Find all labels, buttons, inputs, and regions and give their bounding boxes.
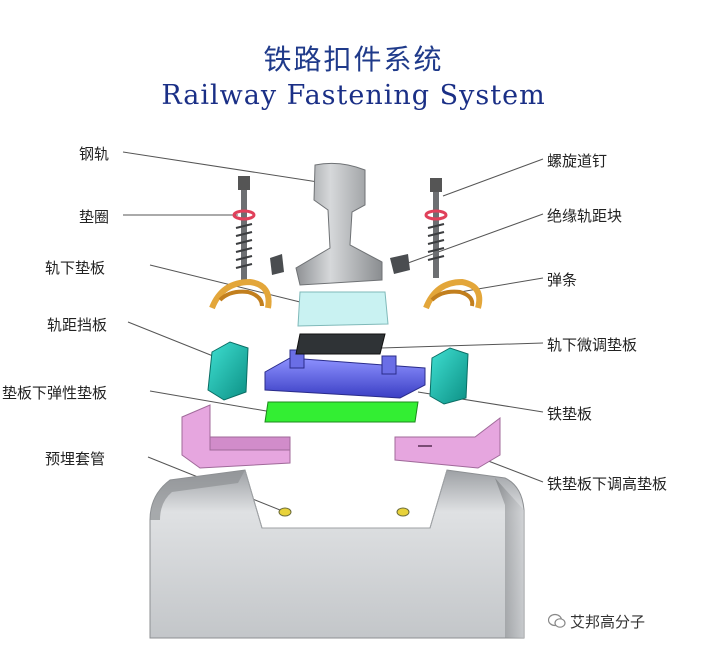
label-insulator: 绝缘轨距块 [547,207,623,225]
label-sleeve: 预埋套管 [45,450,106,468]
label-rail-pad: 轨下垫板 [45,259,106,277]
gauge-block [207,341,469,405]
concrete-sleeper [149,469,525,639]
title-chinese: 铁路扣件系统 [263,43,444,76]
label-rail: 钢轨 [79,145,110,163]
height-adjust-pad [181,404,501,469]
label-height-pad: 铁垫板下调高垫板 [547,475,668,493]
elastic-clip [209,278,483,310]
label-clip: 弹条 [547,271,578,289]
label-gauge-block: 轨距挡板 [47,316,108,334]
insulator-block [270,254,410,275]
embedded-sleeve [278,507,410,517]
title-english: Railway Fastening System [161,80,546,111]
steel-rail [295,162,383,286]
label-screw-spike: 螺旋道钉 [547,152,608,170]
watermark: 艾邦高分子 [570,613,646,631]
washer [232,209,448,221]
label-washer: 垫圈 [79,208,110,226]
label-adjust-pad: 轨下微调垫板 [547,336,638,354]
leader-lines [122,151,544,513]
label-elastic-pad: 垫板下弹性垫板 [2,384,108,402]
micro-adjust-pad [295,333,386,355]
elastic-pad [264,401,419,423]
iron-plate [264,349,426,399]
label-iron-plate: 铁垫板 [547,405,593,423]
screw-spike [235,176,445,280]
wechat-icon [548,613,566,628]
rail-pad [297,291,389,327]
